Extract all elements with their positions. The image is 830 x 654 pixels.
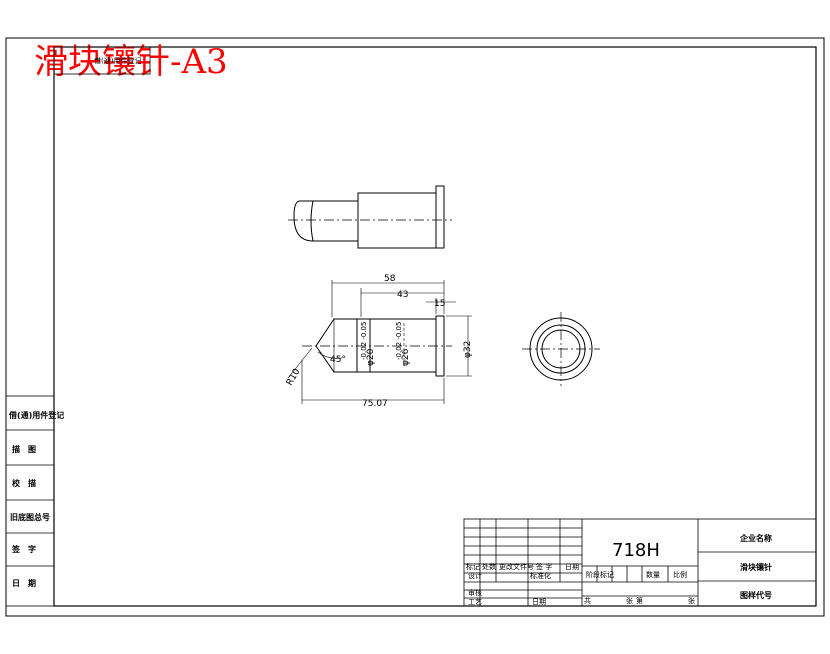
dim-phi20-tol: -0.02 -0.05 [360,322,368,360]
dim-radius: R10 [285,367,303,388]
stage-mark-header: 阶段标记 [586,570,614,579]
side-label-6: 日 期 [12,578,36,588]
tb-mark: 标记 [466,562,480,571]
side-label-3: 校 描 [12,478,36,488]
side-label-4: 旧底图总号 [10,512,50,522]
sheet-total-label: 共 [584,596,591,605]
dim-phi26-tol: -0.02 -0.05 [395,322,403,360]
tb-count: 处数 [482,562,496,571]
side-label-1: 借(通)用件登记 [8,410,64,420]
dim-phi26: φ26 [401,348,411,366]
end-view [522,312,600,386]
stamp-box [53,46,151,75]
sheet-num-unit: 张 [688,596,695,605]
drawing-title: 滑块镶针-A3 [34,42,228,82]
tb-date-col: 日期 [565,563,579,571]
inner-frame [53,46,817,607]
tb-craft: 工艺 [468,598,482,606]
tb-date: 日期 [532,598,546,606]
dim-58: 58 [384,274,396,284]
tb-standard: 标准化 [530,571,551,580]
dim-total: 75.07 [362,399,388,409]
quantity-header: 数量 [646,570,660,579]
side-label-5: 签 字 [11,544,36,554]
title-block [463,518,817,607]
company-label: 企业名称 [739,533,772,543]
dim-angle: 45° [330,355,346,365]
front-view [287,280,472,404]
part-name: 滑块镶针 [740,562,772,572]
drawing-no-label: 图样代号 [740,590,772,600]
stamp-label: 借(通)用件登记 [94,56,141,65]
tb-sign: 签 字 [536,562,552,571]
material-code: 718H [612,540,660,561]
tb-check: 审核 [468,588,482,597]
dim-15: 15 [434,299,445,309]
side-table: 借(通)用件登记 描 图 校 描 旧底图总号 签 字 日 期 [5,395,64,607]
top-view [288,185,452,249]
scale-header: 比例 [673,570,687,579]
sheet-total-unit: 张 [626,596,633,605]
outer-frame [5,37,825,617]
tb-change-doc: 更改文件号 [499,562,534,571]
tb-design: 设计 [468,571,482,580]
dim-43: 43 [397,290,408,300]
sheet-num-label: 第 [636,596,643,605]
dim-phi20: φ20 [366,348,376,366]
dim-phi32: φ32 [463,341,473,358]
side-label-2: 描 图 [12,444,36,454]
